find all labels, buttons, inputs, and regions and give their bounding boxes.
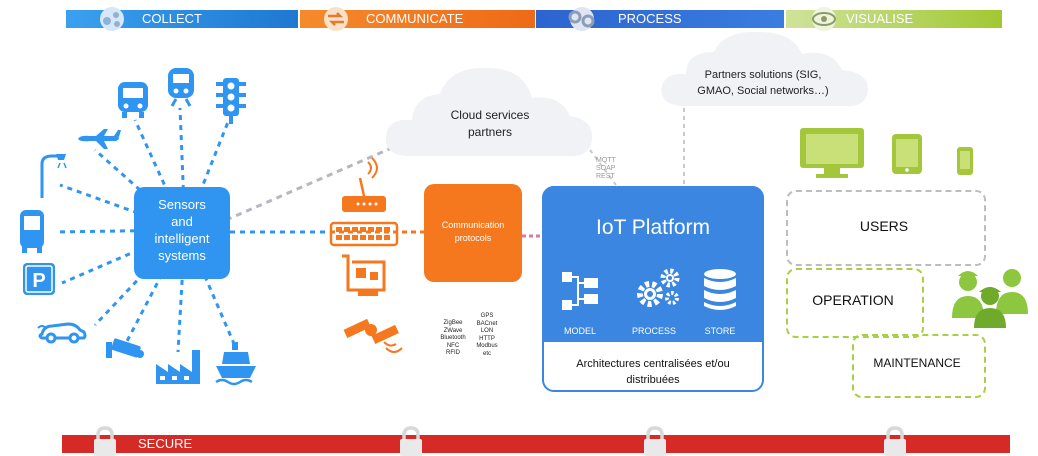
network-switch-icon — [329, 221, 399, 247]
protocols-right: GPS BACnet LON HTTP Modbus etc — [472, 313, 502, 358]
rest-label: REST — [596, 173, 615, 180]
secure-label: SECURE — [138, 436, 193, 451]
secure-band — [62, 435, 1010, 453]
sensors-line2: and — [171, 214, 193, 229]
cloud-services-shape — [385, 67, 593, 157]
band-process: PROCESS — [536, 7, 784, 31]
sensors-line1: Sensors — [158, 197, 206, 212]
partners-solutions-text: Partners solutions (SIG, GMAO, Social ne… — [668, 67, 858, 99]
plane-icon — [78, 129, 121, 149]
store-label: STORE — [704, 326, 736, 336]
iot-platform-title: IoT Platform — [596, 216, 710, 239]
protocol-item: Bluetooth — [440, 335, 466, 341]
band-visualise-label: VISUALISE — [846, 11, 914, 26]
band-process-label: PROCESS — [618, 11, 682, 26]
architecture-line2: distribuées — [626, 374, 680, 386]
protocol-item: ZWave — [443, 327, 463, 334]
car-icon — [37, 322, 87, 344]
sensors-line3: intelligent — [154, 231, 210, 246]
factory-icon — [156, 350, 200, 384]
communicate-icon — [324, 7, 348, 31]
users-label: USERS — [859, 218, 909, 234]
train-icon — [168, 68, 194, 107]
mqtt-labels: MQTT SOAP REST — [596, 157, 616, 181]
phone-icon — [957, 147, 973, 175]
svg-text:P: P — [32, 270, 45, 292]
lock-icon — [94, 426, 116, 456]
traffic-light-icon — [216, 78, 246, 124]
band-communicate-label: COMMUNICATE — [366, 11, 464, 26]
architecture-text: Architectures centralisées et/ou distrib… — [542, 356, 764, 388]
communication-node — [424, 184, 522, 282]
satellite-icon — [343, 318, 403, 353]
router-icon — [342, 157, 386, 212]
maintenance-box — [852, 334, 986, 398]
sensors-node — [134, 187, 230, 279]
model-label: MODEL — [563, 326, 596, 336]
street-lamp-icon — [40, 154, 67, 198]
people-icon — [952, 269, 1028, 328]
monitor-icon — [800, 128, 864, 178]
iot-platform-panel — [542, 186, 764, 342]
mqtt-label: MQTT — [596, 157, 616, 164]
partners-solutions-line2: GMAO, Social networks…) — [697, 85, 829, 97]
tablet-icon — [892, 134, 922, 174]
operation-label: OPERATION — [812, 292, 894, 308]
cloud-services-line1: Cloud services — [450, 108, 530, 122]
parking-icon: P — [23, 263, 55, 295]
lock-icon — [884, 426, 906, 456]
protocol-item: ZigBee — [443, 320, 463, 326]
sensors-line4: systems — [158, 248, 206, 263]
band-collect-label: COLLECT — [142, 11, 202, 26]
protocols-left: ZigBee ZWave Bluetooth NFC RFID — [436, 320, 470, 358]
partners-cloud-shape — [661, 31, 868, 107]
communication-line1: Communication — [441, 220, 505, 230]
database-icon — [704, 269, 736, 310]
protocol-item: HTTP — [479, 335, 495, 342]
soap-label: SOAP — [596, 165, 616, 172]
protocol-item: GPS — [480, 313, 494, 319]
protocol-item: LON — [480, 328, 494, 334]
cloud-services-line2: partners — [467, 125, 513, 139]
model-icon — [562, 272, 598, 310]
users-box — [786, 190, 986, 266]
communication-node-label: Communication protocols — [424, 219, 522, 245]
protocol-item: etc — [482, 350, 491, 357]
camera-icon — [106, 338, 144, 358]
lock-icon — [644, 426, 666, 456]
gears-icon — [637, 268, 680, 307]
collect-icon — [100, 7, 124, 31]
protocol-item: Modbus — [476, 343, 498, 349]
circuit-board-icon — [342, 254, 386, 296]
process-icon — [568, 7, 595, 31]
protocol-item: RFID — [446, 350, 460, 356]
protocol-item: BACnet — [476, 320, 498, 327]
ship-icon — [215, 342, 256, 386]
protocol-item: NFC — [446, 342, 460, 349]
architecture-line1: Architectures centralisées et/ou — [576, 358, 730, 370]
truck-icon — [20, 210, 44, 253]
communication-line2: protocols — [454, 233, 492, 243]
process-label: PROCESS — [631, 326, 676, 336]
band-visualise: VISUALISE — [786, 7, 1002, 31]
sensors-node-label: Sensors and intelligent systems — [134, 196, 230, 264]
cloud-services-text: Cloud services partners — [430, 107, 550, 141]
bus-icon — [118, 82, 148, 118]
band-communicate: COMMUNICATE — [300, 7, 535, 31]
partners-solutions-line1: Partners solutions (SIG, — [704, 69, 822, 81]
lock-icon — [400, 426, 422, 456]
maintenance-label: MAINTENANCE — [873, 356, 961, 370]
band-collect: COLLECT — [66, 7, 298, 31]
visualise-icon — [812, 7, 836, 31]
